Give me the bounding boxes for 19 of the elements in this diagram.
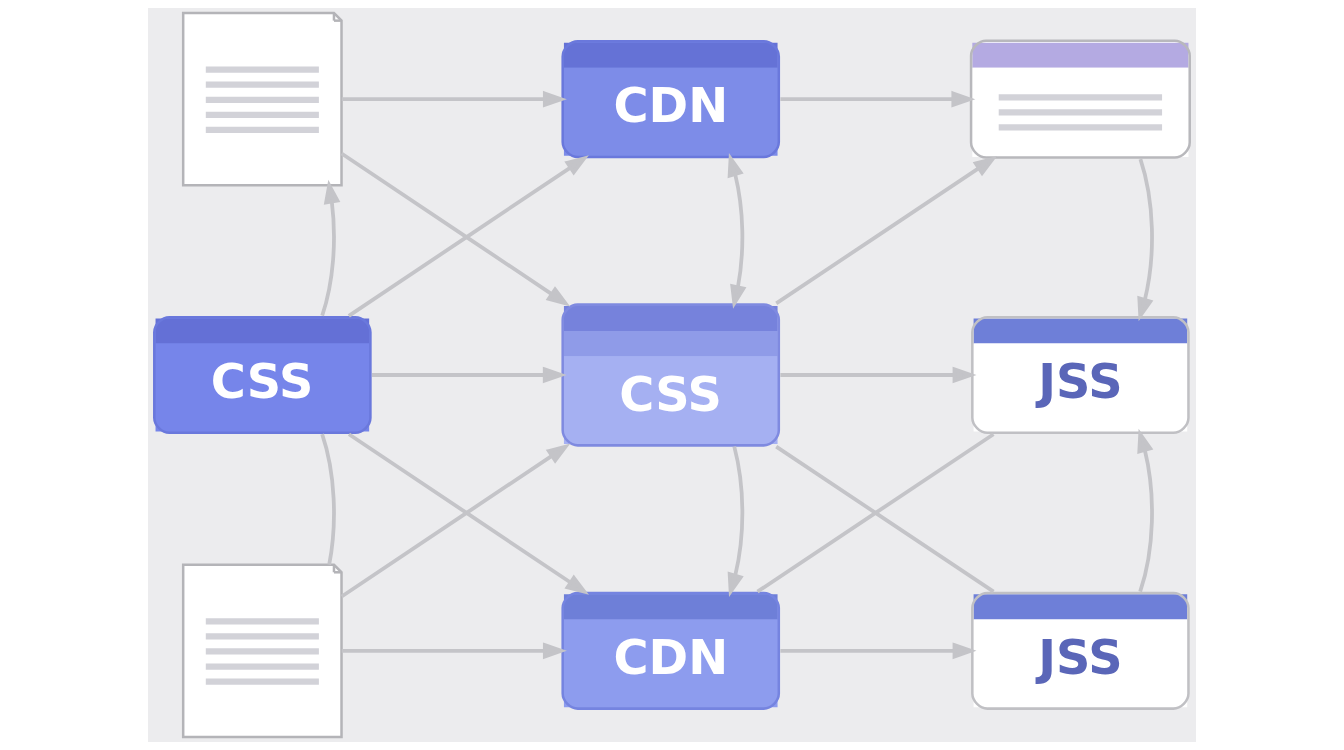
arrow	[341, 642, 567, 660]
arrow	[340, 443, 571, 599]
arrow	[780, 642, 977, 660]
arrow	[347, 155, 589, 318]
arrow	[372, 366, 567, 384]
arrow	[780, 90, 976, 108]
arrow	[727, 152, 747, 309]
connector	[775, 445, 995, 594]
arrow	[1137, 158, 1154, 322]
arrow	[780, 366, 977, 384]
arrow	[775, 155, 998, 305]
arrow	[727, 446, 745, 597]
arrow	[320, 179, 341, 317]
arrow	[1137, 428, 1154, 593]
connector	[756, 432, 995, 594]
arrow	[341, 90, 567, 108]
arrow	[347, 432, 589, 595]
connector	[320, 433, 336, 566]
arrow	[340, 151, 571, 307]
